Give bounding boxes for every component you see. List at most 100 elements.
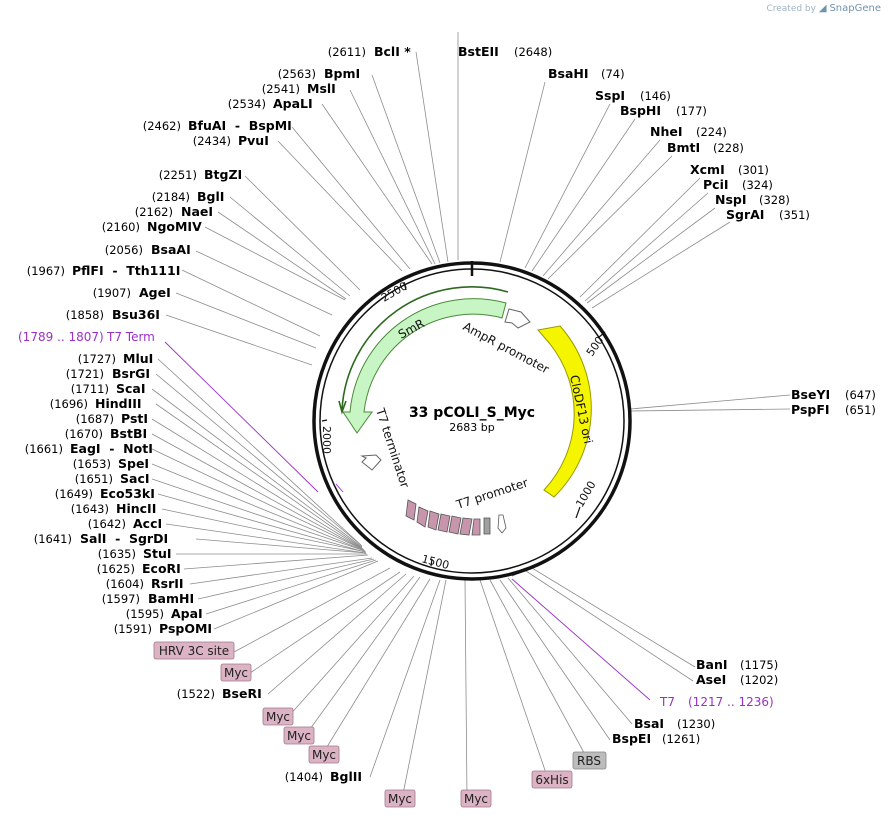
site-name[interactable]: BseYI (791, 387, 830, 402)
tag-label: Myc (388, 792, 412, 806)
site-pos: (2462) (143, 119, 181, 133)
site-name[interactable]: BtgZI (204, 167, 242, 182)
tag-label: Myc (266, 710, 290, 724)
site-pos: (1643) (71, 502, 109, 516)
site-name[interactable]: NaeI (181, 204, 213, 219)
site-name[interactable]: BmtI (667, 140, 700, 155)
site-name[interactable]: Eco53kI (100, 486, 155, 501)
site-pos: (1625) (97, 562, 135, 576)
site-name[interactable]: HindIII (95, 396, 142, 411)
site-name[interactable]: NspI (715, 192, 747, 207)
tag-label: Myc (312, 748, 336, 762)
site-pos: (1661) (25, 442, 63, 456)
right-site-labels: BstEII (2648) BsaHI (74) SspI (146) BspH… (458, 44, 876, 746)
site-name[interactable]: PspOMI (159, 621, 212, 636)
site-name[interactable]: ScaI (116, 381, 146, 396)
site-pos: (2184) (152, 190, 190, 204)
site-name[interactable]: BsaHI (548, 66, 589, 81)
site-name[interactable]: EagI - NotI (70, 441, 153, 456)
t7-primer-range: (1217 .. 1236) (688, 695, 774, 709)
site-name[interactable]: BfuAI - BspMI (188, 118, 292, 133)
site-name[interactable]: BspHI (620, 103, 661, 118)
site-name[interactable]: PflFI - Tth111I (72, 263, 180, 278)
tag-label: RBS (577, 754, 601, 768)
site-name[interactable]: BpmI (324, 66, 360, 81)
site-pos: (1261) (662, 732, 700, 746)
site-name[interactable]: EcoRI (142, 561, 181, 576)
site-name[interactable]: BsaAI (151, 242, 191, 257)
site-name[interactable]: HincII (116, 501, 156, 516)
site-name[interactable]: PspFI (791, 402, 830, 417)
site-name[interactable]: AseI (696, 672, 726, 687)
site-name[interactable]: RsrII (151, 576, 184, 591)
t7-term-name[interactable]: T7 Term (106, 330, 155, 344)
tag-hrv-3c-site[interactable]: HRV 3C site (153, 641, 235, 660)
tag-myc-1[interactable]: Myc (220, 663, 252, 682)
site-name[interactable]: SalI - SgrDI (80, 531, 168, 546)
site-name[interactable]: BspEI (612, 731, 651, 746)
site-pos: (2541) (262, 82, 300, 96)
site-name[interactable]: PvuI (238, 133, 269, 148)
site-pos: (651) (845, 403, 876, 417)
site-pos: (1642) (88, 517, 126, 531)
site-name[interactable]: SspI (595, 88, 625, 103)
site-name[interactable]: PciI (703, 177, 729, 192)
site-name[interactable]: MslI (307, 81, 336, 96)
left-site-labels: (2611) BclI * (2563) BpmI (2541) MslI (2… (25, 44, 411, 784)
site-name[interactable]: NgoMIV (147, 219, 202, 234)
site-name[interactable]: BclI * (374, 44, 411, 59)
site-pos: (1230) (677, 717, 715, 731)
site-name[interactable]: PstI (121, 411, 148, 426)
snapgene-logo-icon: ◢ (818, 3, 827, 14)
site-name[interactable]: BstEII (458, 44, 499, 59)
site-name[interactable]: Bsu36I (112, 307, 160, 322)
site-pos: (146) (640, 89, 671, 103)
tag-myc-6[interactable]: Myc (460, 789, 492, 808)
site-name[interactable]: ApaI (171, 606, 203, 621)
site-pos: (328) (759, 193, 790, 207)
site-name[interactable]: AccI (133, 516, 162, 531)
tag-rbs[interactable]: RBS (572, 751, 607, 770)
tag-6xhis[interactable]: 6xHis (531, 770, 573, 789)
site-name[interactable]: SpeI (118, 456, 149, 471)
site-name[interactable]: XcmI (690, 162, 725, 177)
site-name[interactable]: BsaI (634, 716, 664, 731)
site-pos: (647) (845, 388, 876, 402)
site-pos: (351) (779, 208, 810, 222)
t7-terminator-feature[interactable]: T7 terminator (360, 406, 412, 490)
site-name[interactable]: BglI (197, 189, 224, 204)
tag-myc-5[interactable]: Myc (384, 789, 416, 808)
site-name[interactable]: BamHI (148, 591, 194, 606)
site-name[interactable]: BanI (696, 657, 728, 672)
t7-primer-name[interactable]: T7 (659, 695, 675, 709)
site-name[interactable]: BglII (330, 769, 362, 784)
ampr-promoter-label: AmpR promoter (461, 319, 552, 376)
site-name[interactable]: BseRI (222, 686, 262, 701)
t7-promoter-label: T7 promoter (454, 476, 530, 513)
tag-myc-2[interactable]: Myc (262, 707, 294, 726)
smr-label: SmR (396, 316, 427, 341)
tick-2000: 2000 (320, 426, 333, 454)
site-pos: (2160) (102, 220, 140, 234)
t7-term-range: (1789 .. 1807) (18, 330, 104, 344)
site-name[interactable]: SacI (120, 471, 150, 486)
ampr-promoter-feature[interactable]: AmpR promoter (461, 308, 552, 376)
site-name[interactable]: BstBI (110, 426, 147, 441)
site-name[interactable]: NheI (650, 124, 683, 139)
tag-feature-cluster[interactable] (405, 499, 507, 536)
site-pos: (1404) (285, 770, 323, 784)
tag-myc-3[interactable]: Myc (283, 726, 315, 745)
site-name[interactable]: MluI (123, 351, 153, 366)
site-pos: (74) (601, 67, 625, 81)
site-pos: (2563) (278, 67, 316, 81)
site-name[interactable]: ApaLI (273, 96, 313, 111)
watermark-prefix: Created by (766, 4, 816, 14)
site-name[interactable]: AgeI (139, 285, 171, 300)
site-name[interactable]: SgrAI (726, 207, 764, 222)
tag-label: Myc (224, 666, 248, 680)
site-name[interactable]: BsrGI (112, 366, 150, 381)
tag-myc-4[interactable]: Myc (308, 745, 340, 764)
site-pos: (1651) (75, 472, 113, 486)
site-pos: (224) (696, 125, 727, 139)
site-name[interactable]: StuI (143, 546, 172, 561)
